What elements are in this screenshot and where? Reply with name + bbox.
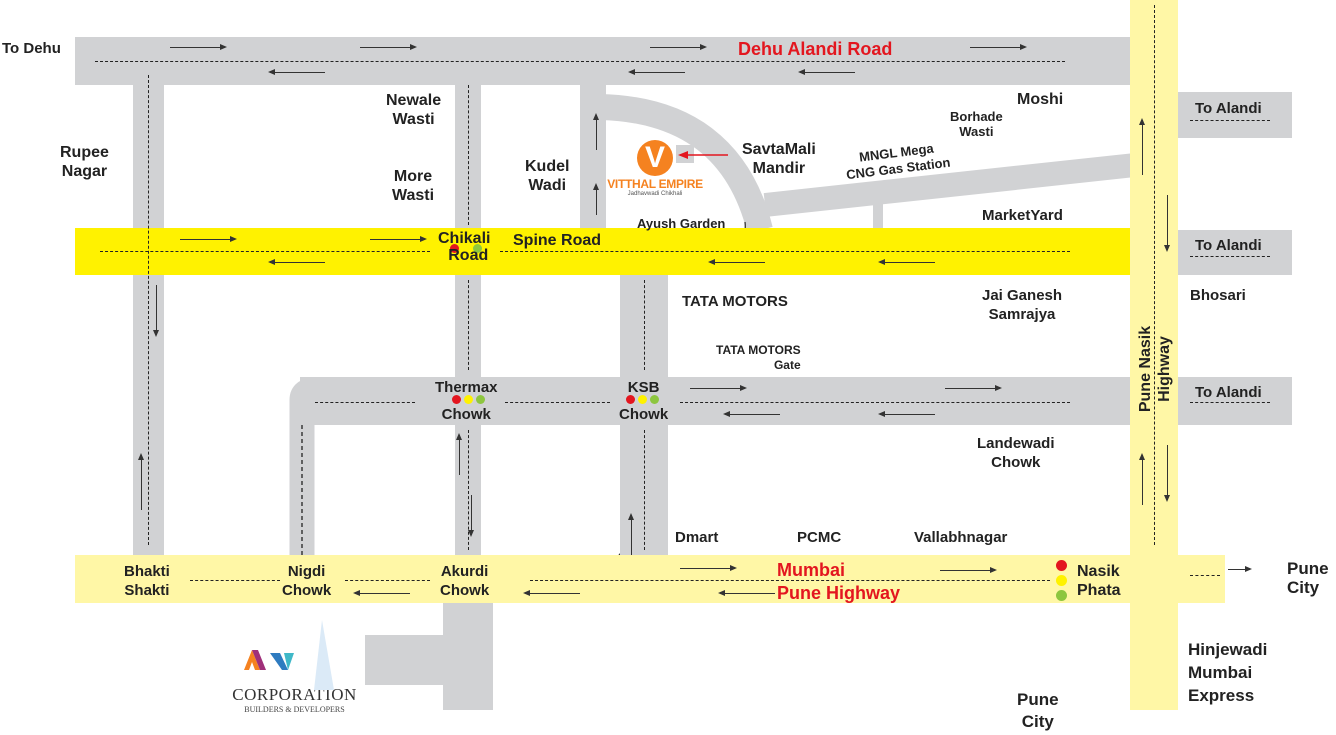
developer-tagline: BUILDERS & DEVELOPERS xyxy=(244,705,345,714)
dmart: Dmart xyxy=(675,529,719,546)
signal-yellow xyxy=(638,395,647,404)
signal-green xyxy=(1056,590,1067,601)
vallabhnagar: Vallabhnagar xyxy=(914,529,1008,546)
to-alandi-3: To Alandi xyxy=(1195,384,1262,401)
av-mark-icon xyxy=(244,620,334,690)
to-alandi-1: To Alandi xyxy=(1195,100,1262,117)
mumbai-pune-highway xyxy=(75,555,1225,603)
to-dehu: To Dehu xyxy=(2,40,61,57)
signal-green xyxy=(473,244,482,253)
spine-road-label: Spine Road xyxy=(513,232,602,249)
pcmc: PCMC xyxy=(797,529,842,546)
thermax-road xyxy=(300,377,1135,425)
signal-yellow xyxy=(464,395,473,404)
to-alandi-road-1 xyxy=(1178,92,1292,138)
signal-green xyxy=(476,395,485,404)
signal-red xyxy=(452,395,461,404)
bhosari: Bhosari xyxy=(1190,287,1246,304)
pune-highway-label: Pune Highway xyxy=(777,583,901,603)
mumbai-label: Mumbai xyxy=(777,560,846,580)
to-alandi-2: To Alandi xyxy=(1195,237,1262,254)
vitthal-empire-logo: V VITTHAL EMPIRE Jadhavwadi Chikhali xyxy=(605,140,705,197)
signal-red xyxy=(450,244,459,253)
signal-green xyxy=(650,395,659,404)
to-alandi-road-3 xyxy=(1178,377,1292,425)
akurdi-south-road xyxy=(443,603,493,710)
to-alandi-road-2 xyxy=(1178,230,1292,275)
signal-yellow xyxy=(1056,575,1067,586)
project-name: VITTHAL EMPIRE xyxy=(607,177,703,191)
dehu-alandi-road-label: Dehu Alandi Road xyxy=(738,39,893,59)
signal-red xyxy=(1056,560,1067,571)
ayush-garden: Ayush Garden xyxy=(637,216,726,231)
marketyard: MarketYard xyxy=(982,207,1063,224)
pune-nasik-label: Pune Nasik xyxy=(1137,325,1154,413)
akurdi-branch-road xyxy=(365,635,445,685)
project-subtitle: Jadhavwadi Chikhali xyxy=(627,191,683,197)
highway-label: Highway xyxy=(1156,336,1173,402)
v-mark-icon: V xyxy=(637,140,673,176)
av-corporation-logo: CORPORATION BUILDERS & DEVELOPERS xyxy=(222,618,367,714)
signal-red xyxy=(626,395,635,404)
moshi: Moshi xyxy=(1017,91,1064,108)
pune-nasik-highway-label: Pune Nasik Highway xyxy=(1136,324,1174,414)
tata-motors: TATA MOTORS xyxy=(682,293,788,310)
